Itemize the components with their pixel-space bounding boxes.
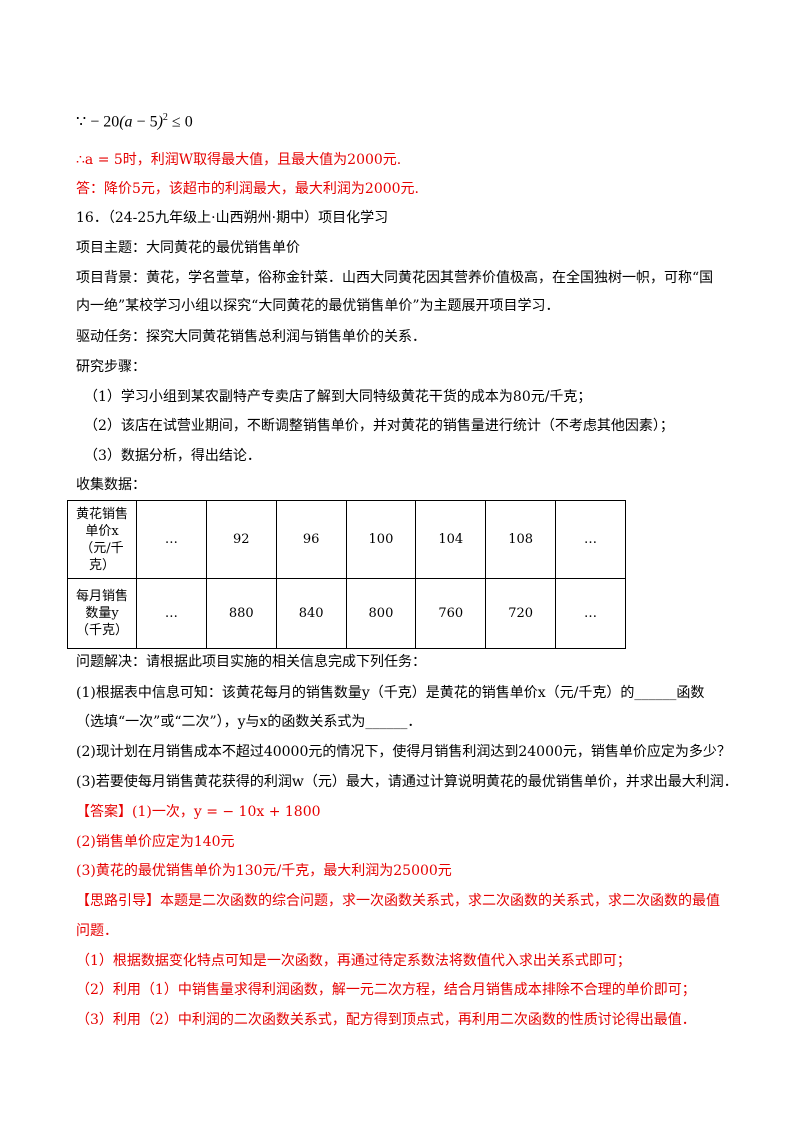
- table-cell: …: [136, 578, 207, 649]
- guide-step-3: （3）利用（2）中利润的二次函数关系式，配方得到顶点式，再利用二次函数的性质讨论…: [76, 1012, 696, 1028]
- guide-step-2: （2）利用（1）中销售量求得利润函数，解一元二次方程，结合月销售成本排除不合理的…: [76, 982, 696, 998]
- answer-3: (3)黄花的最优销售单价为130元/千克，最大利润为25000元: [76, 863, 452, 879]
- table-cell: 100: [345, 500, 417, 579]
- table-cell: 108: [485, 500, 557, 579]
- table-cell: 92: [205, 500, 277, 579]
- question-1-line1: (1)根据表中信息可知：该黄花每月的销售数量y（千克）是黄花的销售单价x（元/千…: [76, 685, 705, 701]
- answer-line-1: 【答案】(1)一次，y = − 10x + 1800: [76, 802, 321, 822]
- table-cell: 840: [275, 578, 347, 649]
- condition-inequality: ∵ − 20(a − 5)2 ≤ 0: [76, 112, 193, 131]
- table-cell: …: [555, 500, 626, 579]
- previous-answer-line: 答：降价5元，该超市的利润最大，最大利润为2000元.: [76, 181, 419, 197]
- driving-task: 驱动任务：探究大同黄花销售总利润与销售单价的关系．: [76, 329, 426, 345]
- problem-solving-intro: 问题解决：请根据此项目实施的相关信息完成下列任务：: [76, 654, 426, 670]
- research-steps-label: 研究步骤：: [76, 359, 146, 375]
- question-3: (3)若要使每月销售黄花获得的利润w（元）最大，请通过计算说明黄花的最优销售单价…: [76, 774, 738, 790]
- table-cell: 96: [275, 500, 347, 579]
- guide-step-1: （1）根据数据变化特点可知是一次函数，再通过待定系数法将数值代入求出关系式即可；: [76, 953, 631, 969]
- max-result-line: ∴a = 5时，利润W取得最大值，且最大值为2000元.: [76, 152, 402, 168]
- guide-text-1: 本题是二次函数的综合问题，求一次函数关系式，求二次函数的关系式，求二次函数的最值: [160, 893, 720, 909]
- table-row-header: 每月销售 数量y （千克）: [67, 578, 137, 649]
- answer-tag: 【答案】: [76, 804, 132, 820]
- question-header: 16．（24-25九年级上·山西朔州·期中）项目化学习: [76, 210, 389, 226]
- research-step-2: （2）该店在试营业期间，不断调整销售单价，并对黄花的销售量进行统计（不考虑其他因…: [84, 418, 674, 434]
- research-step-1: （1）学习小组到某农副特产专卖店了解到大同特级黄花干货的成本为80元/千克；: [84, 389, 592, 405]
- table-row-header: 黄花销售 单价x （元/千 克）: [67, 500, 137, 579]
- project-background-line2: 内一绝”某校学习小组以探究“大同黄花的最优销售单价”为主题展开项目学习．: [76, 298, 560, 314]
- question-2: (2)现计划在月销售成本不超过40000元的情况下，使得月销售利润达到24000…: [76, 744, 731, 760]
- guide-line-2: 问题．: [76, 923, 118, 939]
- answer-2: (2)销售单价应定为140元: [76, 834, 235, 850]
- collect-data-label: 收集数据：: [76, 477, 146, 493]
- project-topic: 项目主题：大同黄花的最优销售单价: [76, 240, 300, 256]
- research-step-3: （3）数据分析，得出结论．: [84, 448, 261, 464]
- table-cell: …: [136, 500, 207, 579]
- table-cell: 760: [415, 578, 487, 649]
- question-1-line2: （选填“一次”或“二次”），y与x的函数关系式为______．: [76, 714, 422, 730]
- table-cell: …: [555, 578, 626, 649]
- answer-1: (1)一次，y = − 10x + 1800: [132, 804, 321, 820]
- guide-tag: 【思路引导】: [76, 893, 160, 909]
- table-row: 每月销售 数量y （千克） … 880 840 800 760 720 …: [67, 578, 626, 649]
- table-row: 黄花销售 单价x （元/千 克） … 92 96 100 104 108 …: [67, 500, 626, 579]
- table-cell: 800: [345, 578, 417, 649]
- guide-line-1: 【思路引导】本题是二次函数的综合问题，求一次函数关系式，求二次函数的关系式，求二…: [76, 891, 720, 911]
- project-background-line1: 项目背景：黄花，学名萱草，俗称金针菜．山西大同黄花因其营养价值极高，在全国独树一…: [76, 270, 714, 286]
- table-cell: 880: [205, 578, 277, 649]
- table-cell: 104: [415, 500, 487, 579]
- data-table: 黄花销售 单价x （元/千 克） … 92 96 100 104 108 … 每…: [67, 500, 626, 649]
- table-cell: 720: [485, 578, 557, 649]
